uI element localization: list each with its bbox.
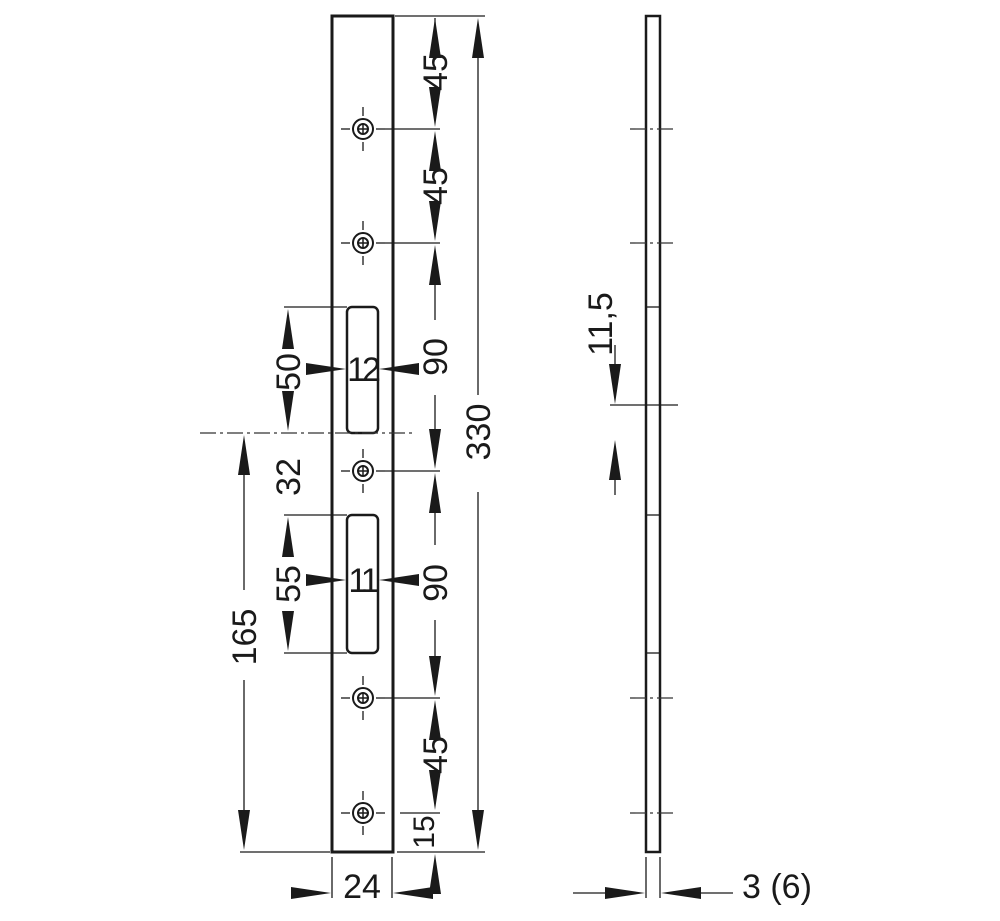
dim-centerline-to-hole3: 32 — [270, 458, 308, 496]
dim-thickness: 3 (6) — [742, 868, 812, 906]
screw-hole-4 — [340, 675, 386, 721]
screw-hole-3 — [340, 448, 386, 494]
dim-upper-slot-width: 12 — [347, 351, 380, 389]
side-plate-outline — [644, 14, 662, 854]
dim-hole2-to-hole3: 90 — [417, 338, 455, 376]
dim-offset: 11,5 — [582, 292, 620, 356]
side-view: 11,5 3 (6) — [573, 14, 812, 906]
lower-slot — [345, 513, 380, 655]
dim-hole3-to-hole4: 90 — [417, 564, 455, 602]
screw-hole-2 — [340, 220, 386, 266]
plate-outline — [330, 14, 395, 854]
screw-hole-1 — [340, 106, 386, 152]
dim-lower-slot-height: 55 — [270, 565, 308, 603]
dim-upper-slot-height: 50 — [270, 353, 308, 391]
dim-hole4-to-hole5: 45 — [417, 736, 455, 774]
dim-plate-width: 24 — [343, 868, 381, 906]
front-view: 45 45 90 90 45 15 330 50 12 — [200, 14, 498, 906]
dim-lower-slot-width: 11 — [348, 562, 378, 600]
screw-hole-5 — [340, 790, 386, 836]
dim-hole5-to-bottom: 15 — [408, 815, 441, 848]
dim-centerline-to-bottom: 165 — [226, 609, 264, 666]
dim-total-length: 330 — [460, 404, 498, 461]
dim-top-to-hole1: 45 — [417, 53, 455, 91]
dim-hole1-to-hole2: 45 — [417, 167, 455, 205]
